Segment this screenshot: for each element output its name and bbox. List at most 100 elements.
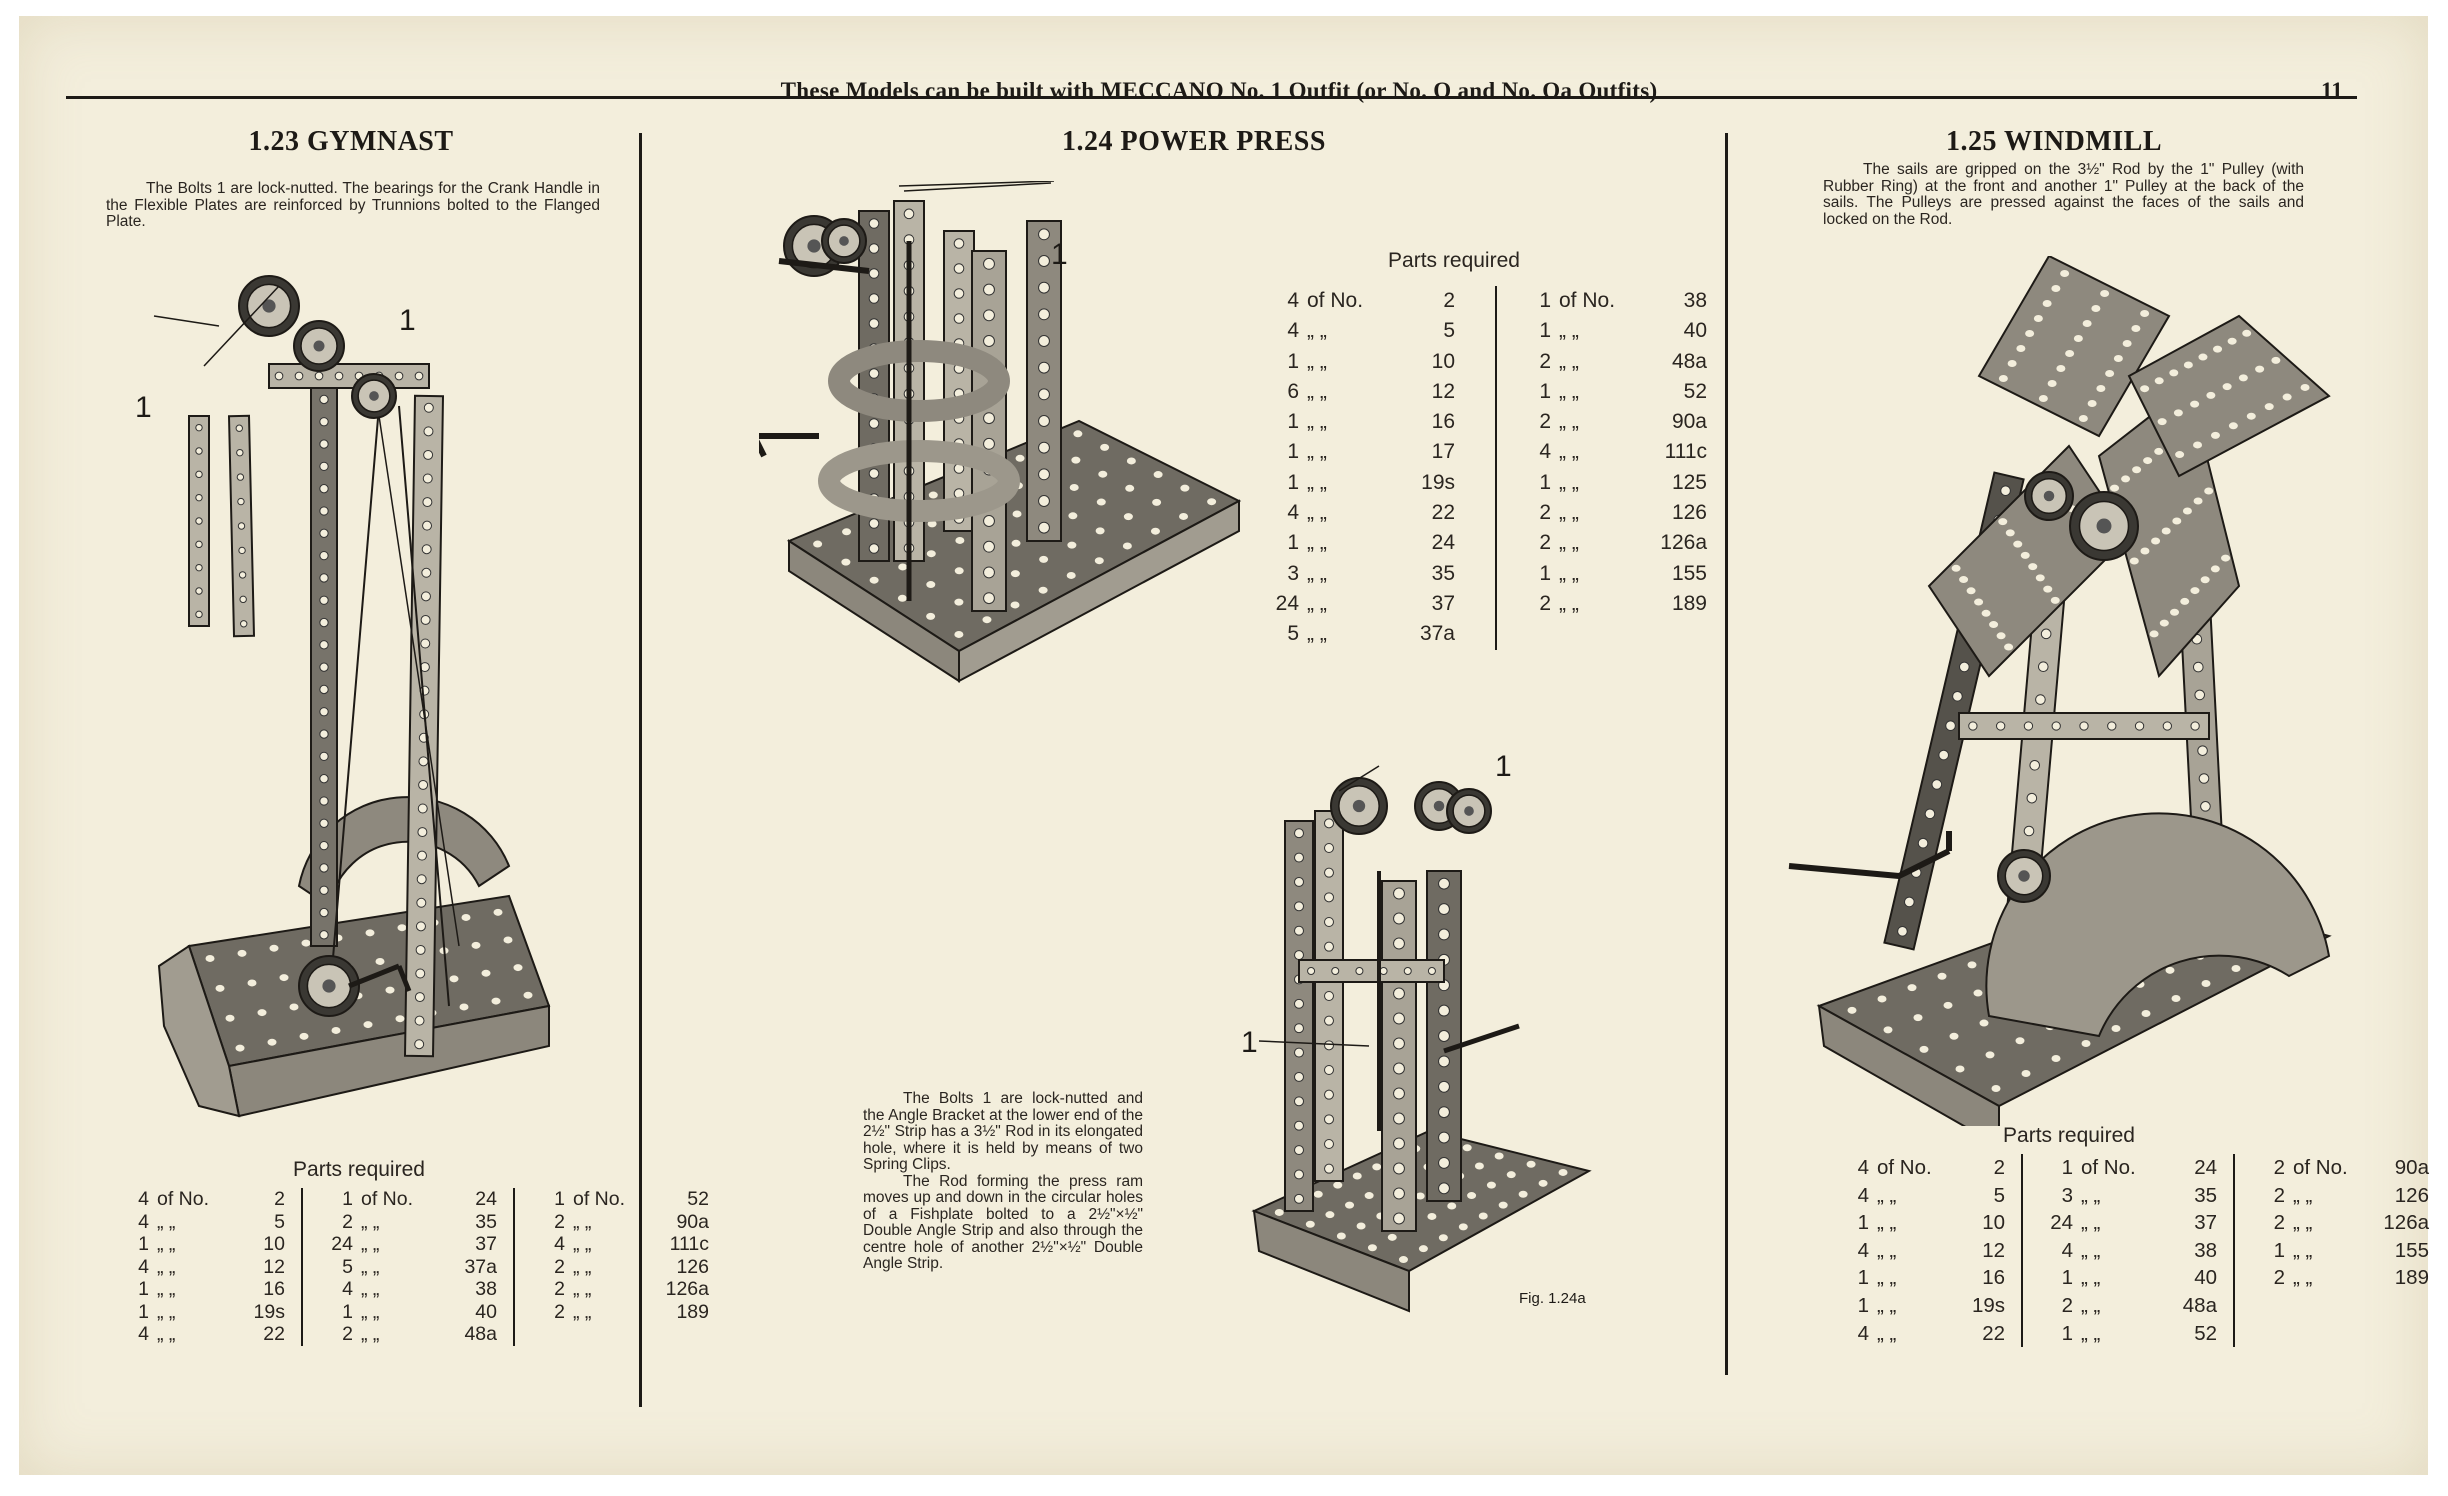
part-number: 126 xyxy=(2394,1183,2429,1207)
meccano-strip xyxy=(971,250,1007,612)
strip-hole xyxy=(983,257,995,270)
strip-hole xyxy=(953,288,965,299)
part-quantity: 1 xyxy=(1857,1266,1869,1290)
plate-hole xyxy=(1518,1190,1528,1198)
plate-hole xyxy=(2183,361,2193,369)
parts-row: 1„ „16 xyxy=(113,1278,285,1301)
strip-hole xyxy=(2190,721,2200,731)
part-quantity: 4 xyxy=(2061,1238,2073,1262)
plate-hole xyxy=(2073,335,2083,342)
parts-row: 4„ „22 xyxy=(1259,498,1455,528)
part-quantity: 1 xyxy=(1857,1293,1869,1317)
part-number: 37 xyxy=(475,1233,497,1255)
bush-wheel-ring xyxy=(818,440,1020,522)
strip-hole xyxy=(1038,361,1050,374)
strip-hole xyxy=(1324,1065,1334,1075)
strip-hole xyxy=(1968,721,1978,731)
parts-row: 2„ „48a xyxy=(1511,347,1707,377)
parts-row: 2„ „90a xyxy=(1511,407,1707,437)
part-quantity: 2 xyxy=(342,1323,353,1345)
strip-hole xyxy=(1393,1037,1405,1050)
strip-hole xyxy=(2200,801,2211,812)
parts-row: 4„ „12 xyxy=(1833,1237,2005,1265)
part-quantity: 1 xyxy=(138,1300,149,1323)
plate-hole xyxy=(1967,961,1977,969)
plate-hole xyxy=(2198,353,2208,361)
plate-hole xyxy=(279,974,289,982)
parts-row: 2„ „126a xyxy=(2249,1209,2429,1237)
part-quantity: 1 xyxy=(554,1188,565,1210)
cord-or-rod xyxy=(348,963,400,989)
strip-hole xyxy=(1438,903,1450,916)
parts-row: 1„ „40 xyxy=(317,1301,497,1324)
plate-hole xyxy=(2255,365,2265,373)
cord-or-rod xyxy=(1788,863,1900,879)
strip-hole xyxy=(868,468,880,479)
plate-hole xyxy=(503,936,513,944)
strip-hole xyxy=(1294,998,1304,1009)
plate-hole xyxy=(1447,1202,1457,1210)
strip-hole xyxy=(319,684,329,695)
pulley-boss xyxy=(1352,799,1366,813)
part-number: 5 xyxy=(1443,319,1455,343)
plate-hole xyxy=(1943,1001,1953,1009)
part-separator: „ „ xyxy=(1307,561,1327,585)
part-quantity: 4 xyxy=(342,1278,353,1300)
plate-hole xyxy=(481,969,491,977)
plate-hole xyxy=(1066,571,1076,579)
plate-hole xyxy=(459,1003,469,1011)
plate-hole xyxy=(2047,380,2057,387)
part-quantity: 3 xyxy=(1287,561,1299,585)
strip-hole xyxy=(1038,495,1050,507)
plate-flange xyxy=(1817,1004,2000,1126)
pulley-boss xyxy=(2043,490,2055,502)
plate-hole xyxy=(1991,1085,2001,1092)
part-separator: „ „ xyxy=(1559,319,1579,343)
part-number: 52 xyxy=(2194,1321,2217,1345)
strip-hole xyxy=(1438,928,1450,941)
part-quantity: 1 xyxy=(2061,1321,2073,1345)
strip-hole xyxy=(1324,843,1334,853)
pulley-boss xyxy=(839,236,849,246)
plate-hole xyxy=(395,1015,405,1023)
plate-hole xyxy=(2171,995,2181,1002)
cord-or-rod xyxy=(203,285,280,367)
plate-hole xyxy=(2204,487,2214,495)
meccano-strip xyxy=(1298,959,1445,983)
strip-hole xyxy=(1438,1106,1450,1119)
part-quantity: 1 xyxy=(1539,289,1551,312)
part-number: 38 xyxy=(1683,289,1707,312)
strip-hole xyxy=(1324,892,1334,903)
part-separator: „ „ xyxy=(1559,440,1579,464)
callout-1: 1 xyxy=(135,391,152,424)
strip-hole xyxy=(1393,887,1405,900)
strip-hole xyxy=(1331,966,1340,976)
strip-hole xyxy=(237,497,245,506)
plate-hole xyxy=(461,913,471,921)
strip-hole xyxy=(314,371,324,381)
parts-row: 4„ „5 xyxy=(1833,1182,2005,1210)
cord-or-rod xyxy=(759,439,767,458)
plate-hole xyxy=(1096,498,1106,506)
plate-hole xyxy=(1467,1192,1477,1200)
part-separator: „ „ xyxy=(2081,1211,2101,1235)
part-separator: „ „ xyxy=(1559,501,1579,525)
plate-hole xyxy=(1012,510,1022,518)
strip-hole xyxy=(422,473,433,484)
parts-row: 1„ „125 xyxy=(1511,468,1707,498)
part-quantity: 1 xyxy=(2061,1156,2073,1179)
plate-hole xyxy=(1974,598,1984,606)
part-number: 35 xyxy=(1431,561,1455,585)
strip-hole xyxy=(2037,661,2049,673)
plate-hole xyxy=(1122,542,1132,550)
strip-hole xyxy=(2023,721,2034,731)
strip-hole xyxy=(868,243,880,254)
plate-hole xyxy=(1474,1162,1484,1170)
strip-hole xyxy=(1038,255,1050,267)
strip-hole xyxy=(195,610,203,619)
parts-row: 6„ „12 xyxy=(1259,377,1455,407)
strip-hole xyxy=(1393,1112,1405,1125)
plate-hole xyxy=(2121,475,2131,483)
